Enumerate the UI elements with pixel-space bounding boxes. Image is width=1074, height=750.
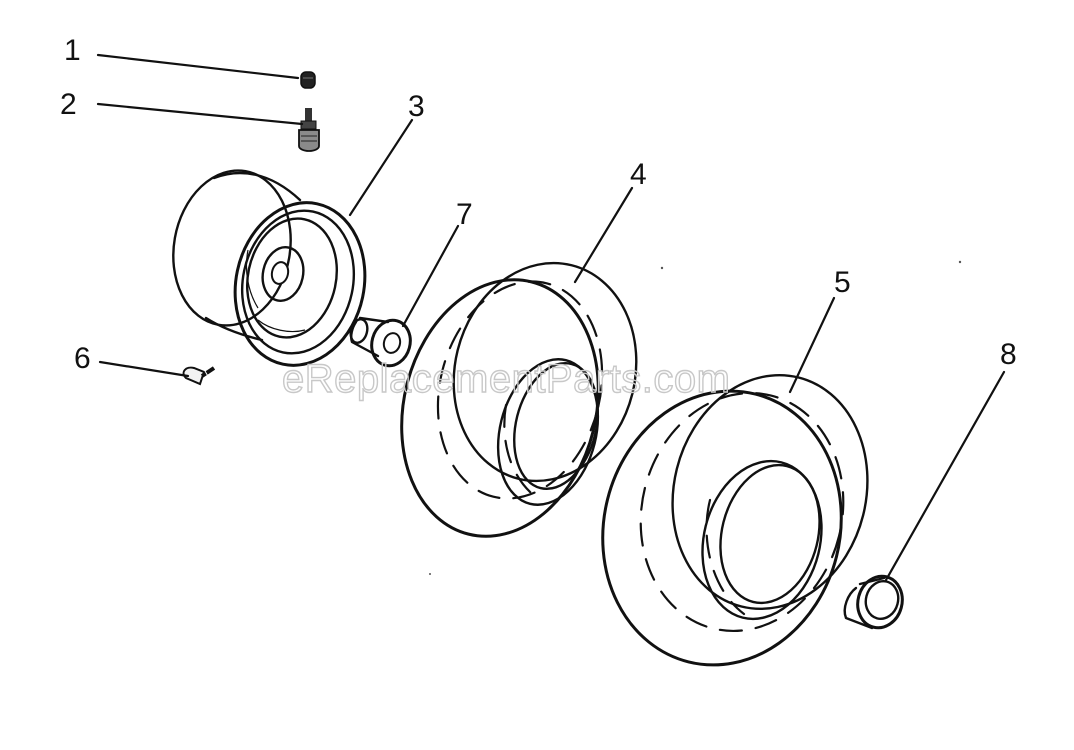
leader-3 [348, 118, 414, 217]
speck [429, 573, 431, 575]
part-4-tire [400, 261, 638, 538]
callout-6: 6 [74, 342, 91, 375]
leader-2 [96, 102, 304, 126]
speck [958, 260, 962, 264]
callout-4: 4 [630, 158, 647, 191]
callout-2: 2 [60, 88, 77, 121]
callout-labels: 1 2 3 4 5 6 7 8 [60, 34, 1017, 375]
callout-5: 5 [834, 266, 851, 299]
part-3-rim [172, 169, 367, 367]
callout-8: 8 [1000, 338, 1017, 371]
watermark-text: eReplacementParts.com [282, 357, 730, 401]
callout-3: 3 [408, 90, 425, 123]
leader-1 [96, 53, 300, 80]
leader-4 [573, 186, 634, 284]
part-8-cap [843, 574, 904, 630]
leader-lines [96, 53, 1006, 582]
leader-7 [401, 224, 460, 328]
leader-5 [788, 296, 836, 394]
leader-8 [884, 370, 1006, 582]
speck [660, 266, 664, 270]
part-2-valve-stem [298, 108, 320, 152]
callout-1: 1 [64, 34, 81, 67]
part-5-tire [601, 373, 869, 667]
part-7-bushing [349, 316, 412, 368]
part-1-valve-cap [300, 71, 316, 89]
leader-6 [98, 360, 190, 378]
callout-7: 7 [456, 198, 473, 231]
